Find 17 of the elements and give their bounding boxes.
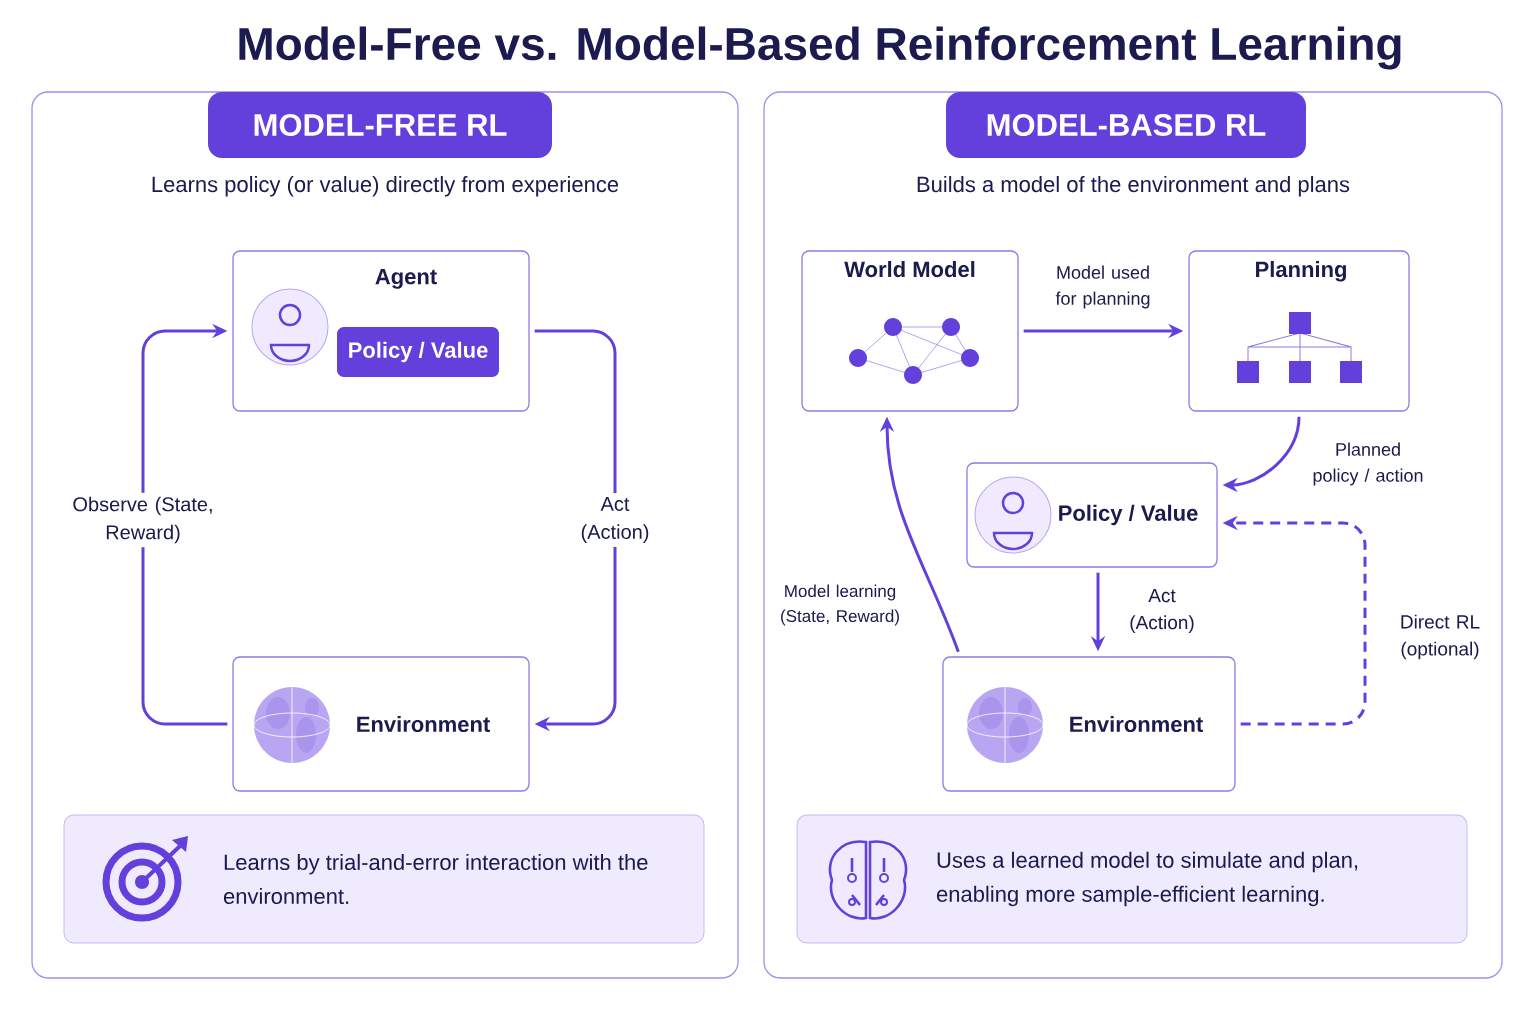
edge-label: Act (Action) bbox=[1118, 585, 1206, 637]
policy-pill: Policy / Value bbox=[337, 327, 499, 377]
header-pill: MODEL-FREE RL bbox=[208, 92, 552, 158]
edge-label: Model used for planning bbox=[1043, 261, 1163, 313]
arrow bbox=[534, 329, 617, 732]
process-box: World Model bbox=[801, 250, 1019, 412]
note-box: Uses a learned model to simulate and plan, enabling more sample-efficient learning. bbox=[796, 814, 1468, 944]
title: Model-Free vs. Model-Based Reinforcement Learning bbox=[239, 26, 1401, 70]
note-box: Learns by trial-and-error interaction with the environment. bbox=[63, 814, 705, 944]
edge-label: Direct RL (optional) bbox=[1388, 610, 1492, 664]
edge-label: Model learning (State, Reward) bbox=[771, 580, 909, 630]
process-box: Planning bbox=[1188, 250, 1410, 412]
header-pill: MODEL-BASED RL bbox=[946, 92, 1306, 158]
edge-label: Act (Action) bbox=[566, 493, 664, 547]
arrow bbox=[141, 323, 228, 726]
edge-label: Planned policy / action bbox=[1299, 438, 1437, 490]
edge-label: Observe (State, Reward) bbox=[66, 492, 220, 548]
